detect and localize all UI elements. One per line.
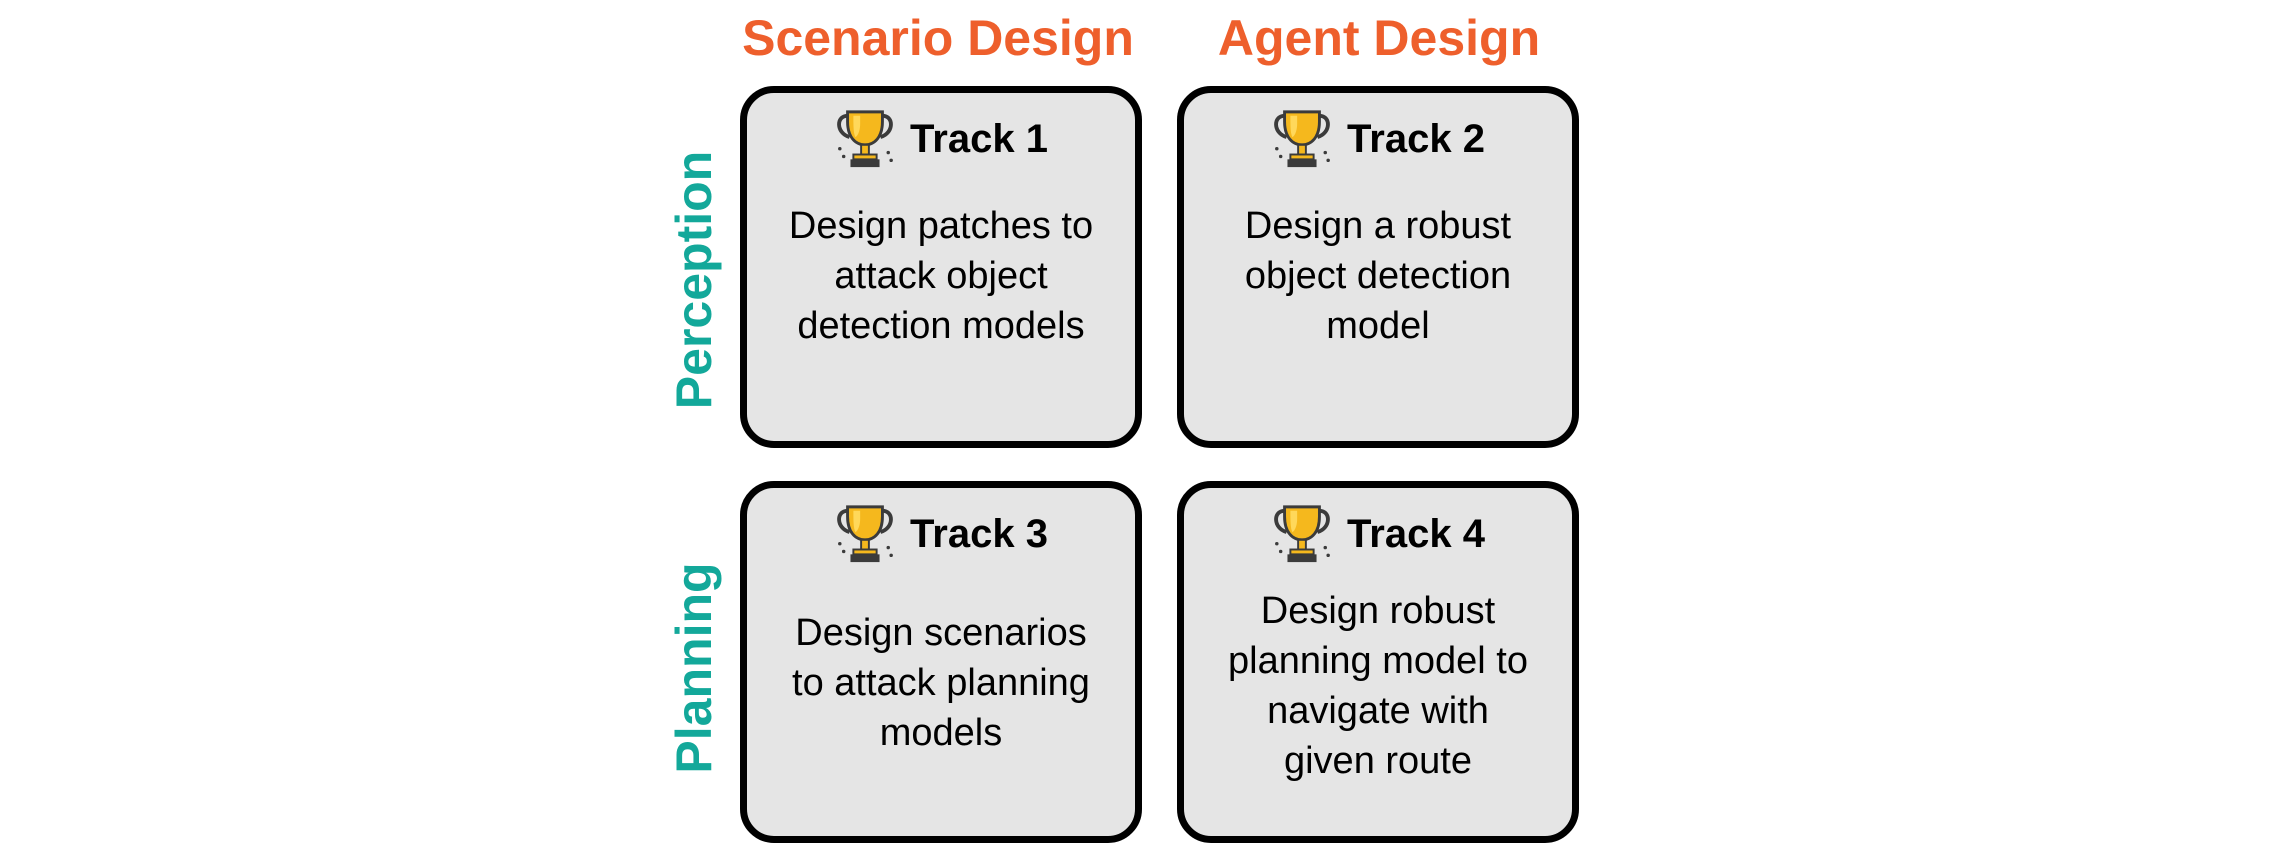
description-line: to attack planning bbox=[792, 662, 1090, 704]
track-header: Track 4 bbox=[1184, 502, 1572, 566]
track-card-2: Track 2 Design a robust object detection… bbox=[1177, 86, 1579, 448]
description-line: Design patches to bbox=[788, 205, 1094, 247]
trophy-icon bbox=[837, 505, 893, 563]
description-line: Design scenarios bbox=[795, 612, 1087, 654]
description-line: given route bbox=[1283, 740, 1472, 782]
column-header-agent-design: Agent Design bbox=[1217, 10, 1541, 66]
row-header-perception: Perception bbox=[666, 150, 722, 410]
track-description: Design a robust object detection model bbox=[1194, 201, 1562, 351]
track-card-4: Track 4 Design robust planning model to … bbox=[1177, 481, 1579, 843]
track-description: Design patches to attack object detectio… bbox=[757, 201, 1125, 351]
track-header: Track 2 bbox=[1184, 107, 1572, 171]
description-line: planning model to bbox=[1228, 640, 1528, 682]
description-line: models bbox=[879, 712, 1003, 754]
track-header: Track 1 bbox=[747, 107, 1135, 171]
description-line: object detection bbox=[1244, 255, 1512, 297]
track-card-1: Track 1 Design patches to attack object … bbox=[740, 86, 1142, 448]
trophy-icon bbox=[1274, 505, 1330, 563]
track-card-3: Track 3 Design scenarios to attack plann… bbox=[740, 481, 1142, 843]
description-line: Design a robust bbox=[1244, 205, 1512, 247]
track-title: Track 1 bbox=[910, 116, 1048, 161]
track-header: Track 3 bbox=[747, 502, 1135, 566]
track-title: Track 4 bbox=[1347, 511, 1485, 556]
description-line: detection models bbox=[797, 305, 1085, 347]
track-title: Track 3 bbox=[910, 511, 1048, 556]
trophy-icon bbox=[837, 110, 893, 168]
trophy-icon bbox=[1274, 110, 1330, 168]
column-header-scenario-design: Scenario Design bbox=[742, 10, 1134, 66]
description-line: attack object bbox=[834, 255, 1048, 297]
track-description: Design robust planning model to navigate… bbox=[1194, 586, 1562, 786]
description-line: Design robust bbox=[1260, 590, 1496, 632]
row-header-planning: Planning bbox=[666, 562, 722, 774]
description-line: navigate with bbox=[1267, 690, 1489, 732]
track-description: Design scenarios to attack planning mode… bbox=[757, 608, 1125, 758]
description-line: model bbox=[1326, 305, 1430, 347]
track-title: Track 2 bbox=[1347, 116, 1485, 161]
